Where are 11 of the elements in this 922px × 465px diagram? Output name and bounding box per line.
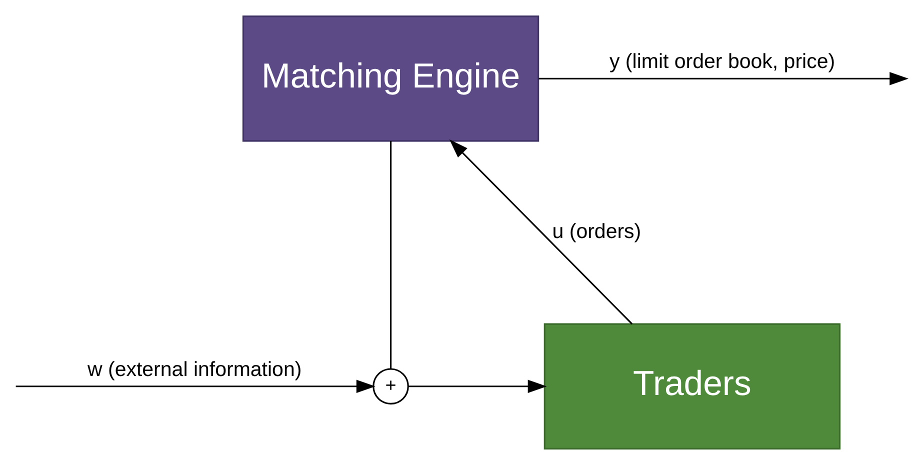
arrow — [408, 380, 547, 393]
arrow — [449, 139, 633, 325]
edge-label: w (external information) — [88, 358, 302, 381]
edge-label: u (orders) — [552, 220, 642, 243]
arrow — [16, 380, 376, 393]
node-box: Matching Engine — [242, 16, 540, 142]
edge-label: y (limit order book, price) — [609, 50, 836, 74]
connector — [390, 141, 392, 369]
arrow — [538, 72, 909, 86]
node-circle: + — [372, 368, 409, 404]
node-box: Traders — [544, 323, 841, 450]
